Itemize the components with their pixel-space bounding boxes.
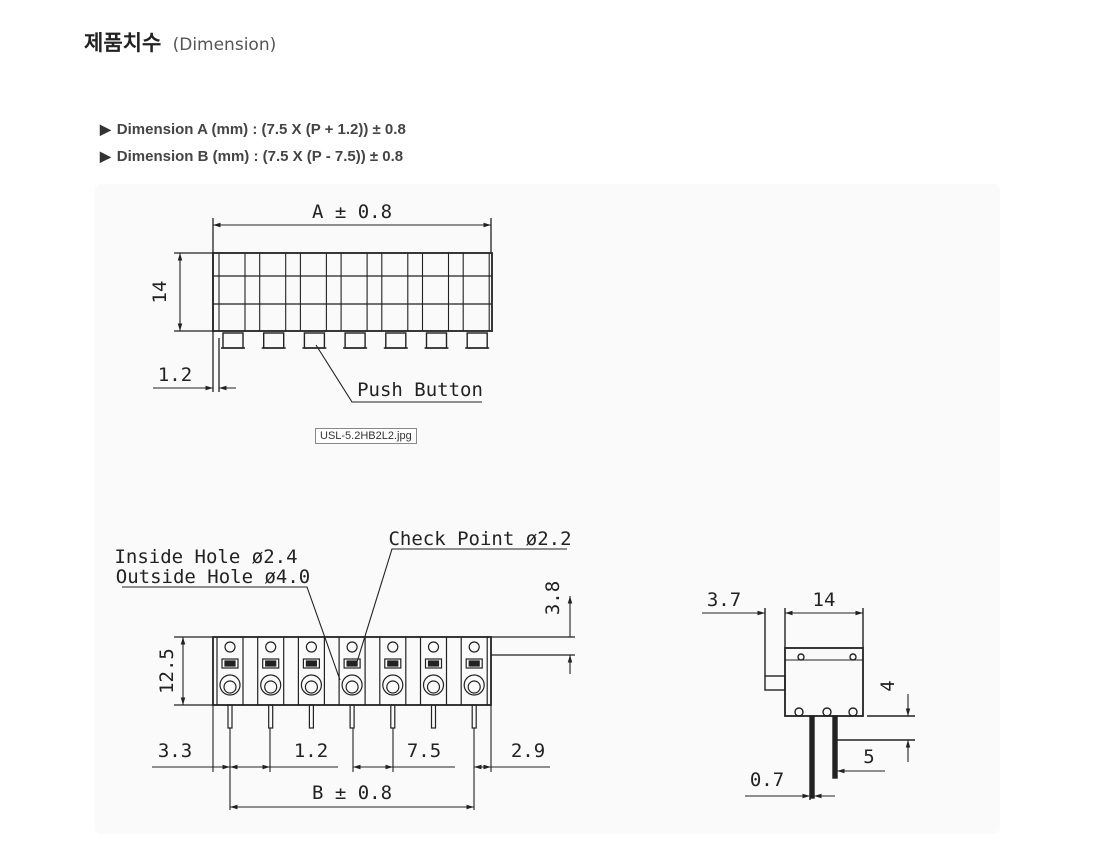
window-slot <box>465 658 483 669</box>
window-slot <box>384 658 402 669</box>
dim-label-right-margin: 2.9 <box>511 740 545 762</box>
front-view-units <box>216 637 488 729</box>
callout-inside-hole: Inside Hole ø2.4 <box>114 546 297 568</box>
push-button <box>385 332 407 349</box>
pin <box>308 704 314 729</box>
dim-label-offset: 1.2 <box>158 364 192 386</box>
spec-text-b: Dimension B (mm) : (7.5 X (P - 7.5)) ± 0… <box>116 148 404 165</box>
pin <box>349 704 355 729</box>
dim-label-pin-offset: 1.2 <box>294 740 328 762</box>
outside-hole <box>382 674 404 696</box>
dim-label-pitch: 7.5 <box>407 740 441 762</box>
outside-hole <box>341 674 363 696</box>
dim-label-height: 14 <box>149 281 171 304</box>
dim-label-b: B ± 0.8 <box>312 782 392 804</box>
section-title: 제품치수 (Dimension) <box>84 27 276 57</box>
dim-label-side-pin-pos: 4 <box>877 680 899 691</box>
top-view <box>174 218 493 392</box>
push-button <box>344 332 366 349</box>
side-view <box>764 608 915 800</box>
section-title-sub: (Dimension) <box>172 35 277 55</box>
dimension-drawing-panel <box>95 184 1000 834</box>
check-point-hole <box>427 641 440 653</box>
check-point-hole <box>387 641 399 653</box>
callout-check-point: Check Point ø2.2 <box>388 528 571 550</box>
window-slot-inner <box>427 660 440 667</box>
outside-hole <box>260 674 282 696</box>
window-slot-inner <box>387 660 399 667</box>
dim-label-top-offset: 3.8 <box>542 581 564 615</box>
window-slot-inner <box>468 660 480 667</box>
dim-label-side-left: 3.7 <box>707 589 741 611</box>
check-point-hole <box>305 641 317 653</box>
push-button <box>466 332 488 349</box>
window-slot <box>262 658 280 669</box>
inside-hole <box>304 680 318 694</box>
image-filename-caption: USL-5.2HB2L2.jpg <box>315 428 417 444</box>
push-buttons <box>221 332 490 349</box>
check-point-hole <box>346 641 358 653</box>
check-point-hole <box>265 641 277 653</box>
front-view-dimensions <box>122 548 573 810</box>
window-slot-inner <box>224 660 236 667</box>
spec-text-a: Dimension A (mm) : (7.5 X (P + 1.2)) ± 0… <box>116 121 406 138</box>
inside-hole <box>223 680 237 694</box>
dim-label-side-depth: 14 <box>813 589 836 611</box>
top-view-cells <box>218 253 490 331</box>
outside-hole <box>300 674 322 696</box>
pin <box>430 704 437 729</box>
top-view-dimensions <box>153 222 491 403</box>
inside-hole <box>386 680 400 694</box>
push-button-leader <box>315 344 482 403</box>
pin <box>471 704 477 729</box>
dim-label-left-margin: 3.3 <box>158 740 192 762</box>
dim-label-side-pin-width: 0.7 <box>750 769 784 791</box>
triangle-bullet-icon: ▶ <box>100 121 111 137</box>
front-view <box>174 636 575 706</box>
callout-outside-hole: Outside Hole ø4.0 <box>116 566 310 588</box>
window-slot <box>424 658 443 669</box>
pin <box>268 704 274 729</box>
window-slot <box>221 658 239 669</box>
triangle-bullet-icon: ▶ <box>100 148 111 164</box>
window-slot-inner <box>265 660 277 667</box>
push-button <box>425 332 448 349</box>
push-button <box>303 332 326 349</box>
section-title-main: 제품치수 <box>84 31 162 55</box>
dim-label-side-pin-len: 5 <box>863 746 874 768</box>
window-slot <box>343 658 361 669</box>
inside-hole <box>426 680 441 694</box>
window-slot-inner <box>305 660 317 667</box>
check-point-leader <box>356 548 567 663</box>
dimension-spec-list: ▶ Dimension A (mm) : (7.5 X (P + 1.2)) ± … <box>100 119 406 173</box>
spec-line-b: ▶ Dimension B (mm) : (7.5 X (P - 7.5)) ± … <box>100 146 406 173</box>
dim-label-front-height: 12.5 <box>156 648 178 694</box>
outside-hole <box>463 674 485 696</box>
push-button <box>263 332 285 349</box>
window-slot <box>302 658 320 669</box>
spec-line-a: ▶ Dimension A (mm) : (7.5 X (P + 1.2)) ± … <box>100 119 406 146</box>
check-point-hole <box>224 641 236 653</box>
outside-hole <box>422 674 445 696</box>
outside-hole <box>219 674 241 696</box>
hole-leader <box>122 586 341 681</box>
side-view-dimensions <box>702 610 911 799</box>
inside-hole <box>467 680 481 694</box>
inside-hole <box>345 680 359 694</box>
dim-label-a: A ± 0.8 <box>312 201 392 223</box>
window-slot-inner <box>346 660 358 667</box>
inside-hole <box>264 680 278 694</box>
pin <box>390 704 396 729</box>
callout-push-button: Push Button <box>357 379 483 401</box>
push-button <box>222 332 244 349</box>
pin <box>227 704 233 729</box>
check-point-hole <box>468 641 480 653</box>
